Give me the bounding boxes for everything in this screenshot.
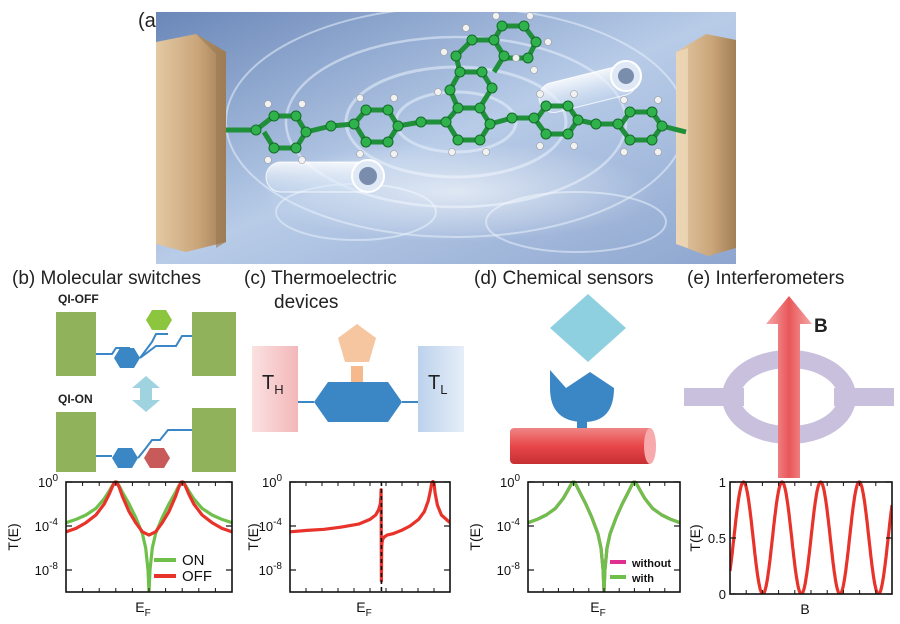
ytick-label-c: 100 <box>262 473 282 490</box>
ytick-label-d: 10-4 <box>497 517 521 534</box>
t-cold-label: TL <box>428 372 447 397</box>
qi-off-label: QI-OFF <box>58 292 99 306</box>
molecule-hexagon <box>314 382 402 422</box>
legend-label-d: with <box>631 573 654 585</box>
qi-off-junction <box>56 310 236 376</box>
interferometer-schematic <box>684 296 894 478</box>
chart-d-transmission: 100 10-4 10-8 T(E) EF without with <box>467 473 681 619</box>
cold-reservoir <box>418 346 464 432</box>
molecular-switch-schematic <box>56 310 236 472</box>
ytick-label-b: 100 <box>38 473 58 490</box>
series-c-T <box>290 480 450 583</box>
t-cold-subscript: L <box>440 382 448 397</box>
ytick-label-e: 0.5 <box>708 531 726 546</box>
electron-tube-right <box>538 60 642 113</box>
ytick-label-b: 10-8 <box>35 561 59 578</box>
panel-e-title: (e) Interferometers <box>687 268 845 289</box>
ytick-label-d: 100 <box>500 473 520 490</box>
molecular-junction-illustration <box>156 12 736 264</box>
ytick-label-e: 1 <box>719 475 726 490</box>
qi-on-label: QI-ON <box>58 392 93 406</box>
ylabel-c: T(E) <box>245 523 261 550</box>
ytick-label-c: 10-4 <box>259 517 283 534</box>
xlabel-d: EF <box>590 599 605 619</box>
molecule-atoms <box>250 20 668 154</box>
thermoelectric-schematic <box>252 324 464 432</box>
plot-frame-c <box>289 481 451 593</box>
analyte-diamond <box>550 294 626 362</box>
chemical-sensor-schematic <box>510 294 656 464</box>
ytick-label-d: 10-8 <box>497 561 521 578</box>
right-gold-electrode <box>676 34 736 256</box>
ylabel-e: T(E) <box>687 524 703 551</box>
chart-e-transmission: 1 0.5 0 T(E) B <box>687 475 893 617</box>
xlabel-b: EF <box>135 599 150 619</box>
side-group-pentagon <box>338 324 376 362</box>
field-b-label: B <box>814 316 828 337</box>
ytick-label-e: 0 <box>719 587 726 602</box>
hot-reservoir <box>252 346 298 432</box>
legend-label-d: without <box>631 558 671 570</box>
panel-b-title: (b) Molecular switches <box>12 268 201 289</box>
magnetic-field-arrow <box>766 296 812 478</box>
legend-label-b: ON <box>182 552 205 569</box>
ylabel-b: T(E) <box>5 523 21 550</box>
electron-tube-left <box>265 159 385 193</box>
legend-label-b: OFF <box>182 568 212 585</box>
series-e-T <box>730 480 892 594</box>
xlabel-e: B <box>800 601 809 617</box>
series-d-with <box>528 480 680 592</box>
qi-on-junction <box>56 408 236 472</box>
receptor-cup <box>550 370 614 422</box>
t-hot-subscript: H <box>274 382 284 397</box>
ytick-label-c: 10-8 <box>259 561 283 578</box>
t-cold-symbol: T <box>428 372 441 394</box>
panel-c-title-line2: devices <box>274 292 339 313</box>
t-hot-label: TH <box>262 372 284 397</box>
panel-d-title: (d) Chemical sensors <box>474 268 654 289</box>
panel-c-title-line1: (c) Thermoelectric <box>244 268 397 289</box>
ylabel-d: T(E) <box>467 523 483 550</box>
left-gold-electrode <box>156 34 226 252</box>
molecule-hydrogens <box>264 12 662 164</box>
t-hot-symbol: T <box>262 372 275 394</box>
ytick-label-b: 10-4 <box>35 517 59 534</box>
series-b-OFF <box>66 480 232 537</box>
xlabel-c: EF <box>356 599 371 619</box>
switch-arrow <box>132 376 160 412</box>
nanowire-cylinder <box>510 428 652 464</box>
chart-c-transmission: 100 10-4 10-8 T(E) EF <box>245 473 451 619</box>
